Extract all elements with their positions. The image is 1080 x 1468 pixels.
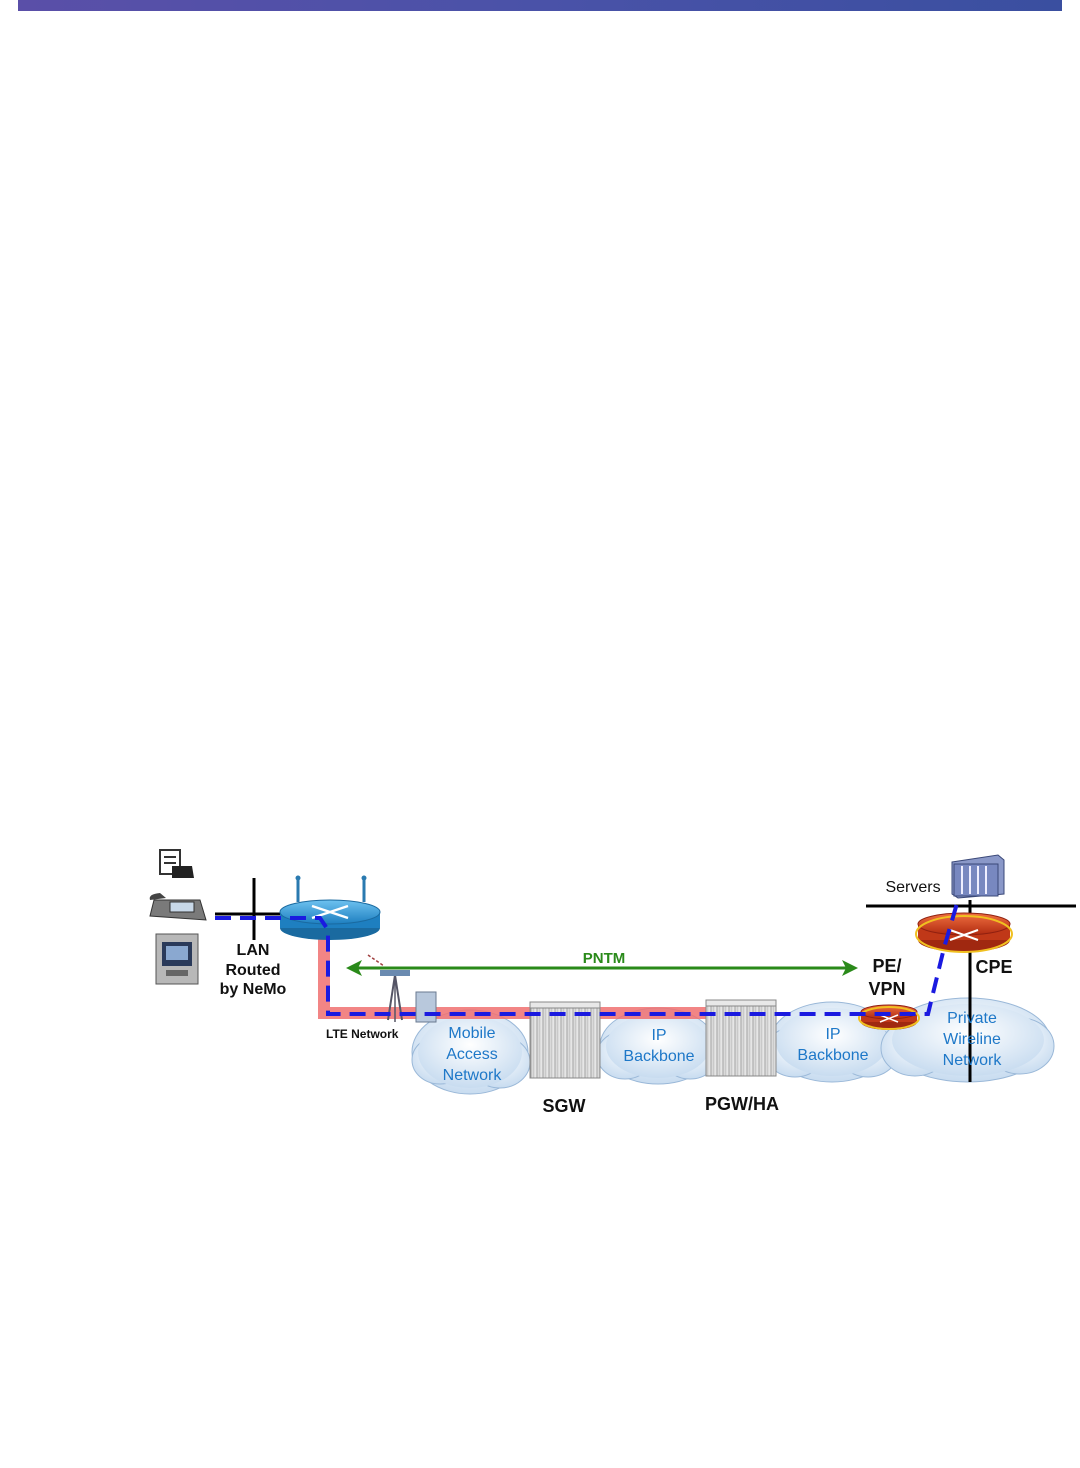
lan-label-2: Routed xyxy=(225,962,280,979)
servers-label: Servers xyxy=(885,879,940,896)
pntm-arrow xyxy=(346,960,858,976)
cloud-private-wireline xyxy=(880,997,1055,1083)
cpe-router-icon xyxy=(915,912,1013,953)
blue-dashed-path xyxy=(215,899,960,1016)
sgw-label: SGW xyxy=(543,1096,586,1116)
cell-tower-icon xyxy=(367,954,437,1023)
pos-terminal-icon xyxy=(159,849,194,878)
server-rack-icon xyxy=(951,854,1005,899)
pgw-rack-icon xyxy=(705,999,777,1077)
pe-label-2: VPN xyxy=(868,979,905,999)
mobile-access-label-3: Network xyxy=(443,1067,503,1084)
lan-label-1: LAN xyxy=(237,942,270,959)
mobile-access-label-2: Access xyxy=(446,1046,498,1063)
cloud-mobile-access xyxy=(411,1009,531,1095)
private-wireline-label-3: Network xyxy=(943,1052,1003,1069)
pntm-label: PNTM xyxy=(583,950,626,967)
atm-icon xyxy=(155,933,199,985)
pe-router-icon xyxy=(858,1004,920,1030)
ip-backbone-1-label-2: Backbone xyxy=(623,1048,694,1065)
ip-phone-icon xyxy=(149,893,207,921)
private-wireline-label-2: Wireline xyxy=(943,1031,1001,1048)
pgw-label: PGW/HA xyxy=(705,1094,779,1114)
lan-label-3: by NeMo xyxy=(220,981,287,998)
ip-backbone-1-label-1: IP xyxy=(651,1027,666,1044)
pe-label-1: PE/ xyxy=(872,956,901,976)
wireless-router-icon xyxy=(279,875,381,940)
ip-backbone-2-label-2: Backbone xyxy=(797,1047,868,1064)
header-bar xyxy=(18,0,1062,11)
cloud-ip-backbone-2 xyxy=(764,1001,899,1083)
private-wireline-label-1: Private xyxy=(947,1010,997,1027)
cloud-ip-backbone-1 xyxy=(596,1007,719,1085)
lte-network-label: LTE Network xyxy=(326,1027,399,1041)
cpe-label: CPE xyxy=(975,957,1012,977)
mobile-access-label-1: Mobile xyxy=(448,1025,495,1042)
ip-backbone-2-label-1: IP xyxy=(825,1026,840,1043)
